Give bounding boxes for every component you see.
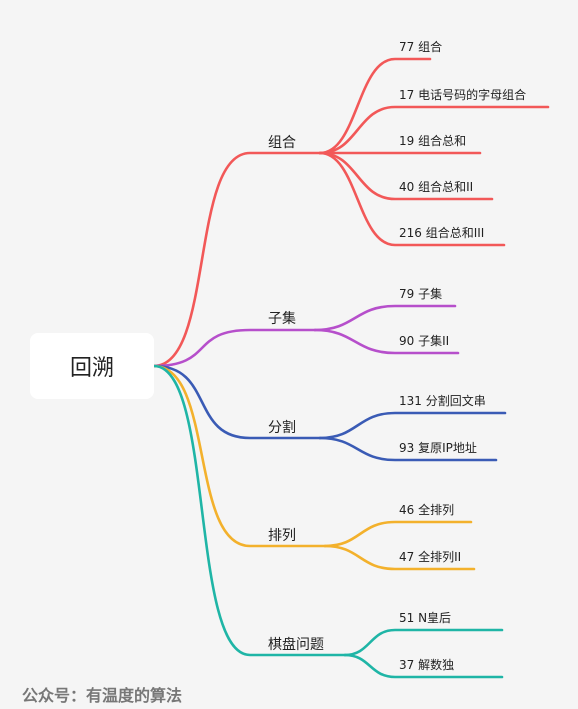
connector-branch-0-leaf-4 — [318, 151, 506, 247]
connector-branch-1-leaf-0 — [313, 304, 457, 332]
connector-branch-3-leaf-1 — [323, 544, 476, 571]
connector-root-to-branch-1 — [152, 328, 317, 368]
leaf-node-3-0[interactable]: 46 全排列 — [399, 503, 455, 517]
leaf-node-3-1[interactable]: 47 全排列II — [399, 550, 462, 564]
branch-node-0[interactable]: 组合 — [268, 135, 296, 151]
leaf-node-0-0[interactable]: 77 组合 — [399, 40, 443, 54]
connector-branch-0-leaf-3 — [318, 151, 494, 201]
connector-root-to-branch-2 — [152, 364, 322, 440]
connector-branch-0-leaf-1 — [318, 105, 550, 155]
connector-branch-4-leaf-1 — [343, 653, 504, 679]
leaf-node-0-1[interactable]: 17 电话号码的字母组合 — [399, 88, 527, 102]
branch-node-2[interactable]: 分割 — [268, 420, 296, 436]
leaf-node-0-2[interactable]: 19 组合总和 — [399, 134, 467, 148]
leaf-node-2-0[interactable]: 131 分割回文串 — [399, 394, 486, 408]
leaf-node-0-4[interactable]: 216 组合总和III — [399, 226, 485, 240]
connector-root-to-branch-0 — [152, 151, 322, 368]
connector-root-to-branch-3 — [152, 364, 327, 548]
connector-branch-4-leaf-0 — [343, 628, 504, 657]
connector-branch-0-leaf-0 — [318, 57, 432, 155]
branch-node-3[interactable]: 排列 — [268, 528, 296, 544]
branch-node-4[interactable]: 棋盘问题 — [268, 637, 324, 653]
root-label: 回溯 — [69, 356, 114, 381]
leaf-node-4-1[interactable]: 37 解数独 — [399, 658, 455, 672]
connector-branch-3-leaf-0 — [323, 520, 473, 548]
connector-branch-2-leaf-1 — [318, 436, 498, 462]
footer-watermark: 公众号：有温度的算法 — [22, 686, 183, 705]
connector-branch-1-leaf-1 — [313, 328, 460, 355]
connector-root-to-branch-4 — [152, 364, 347, 657]
leaf-node-0-3[interactable]: 40 组合总和II — [399, 180, 474, 194]
branch-node-1[interactable]: 子集 — [268, 311, 296, 327]
leaf-node-1-0[interactable]: 79 子集 — [399, 287, 443, 301]
connector-branch-2-leaf-0 — [318, 411, 507, 440]
leaf-node-2-1[interactable]: 93 复原IP地址 — [399, 441, 477, 455]
leaf-node-1-1[interactable]: 90 子集II — [399, 334, 450, 348]
leaf-node-4-0[interactable]: 51 N皇后 — [399, 611, 452, 625]
root-node[interactable]: 回溯 — [30, 333, 154, 399]
